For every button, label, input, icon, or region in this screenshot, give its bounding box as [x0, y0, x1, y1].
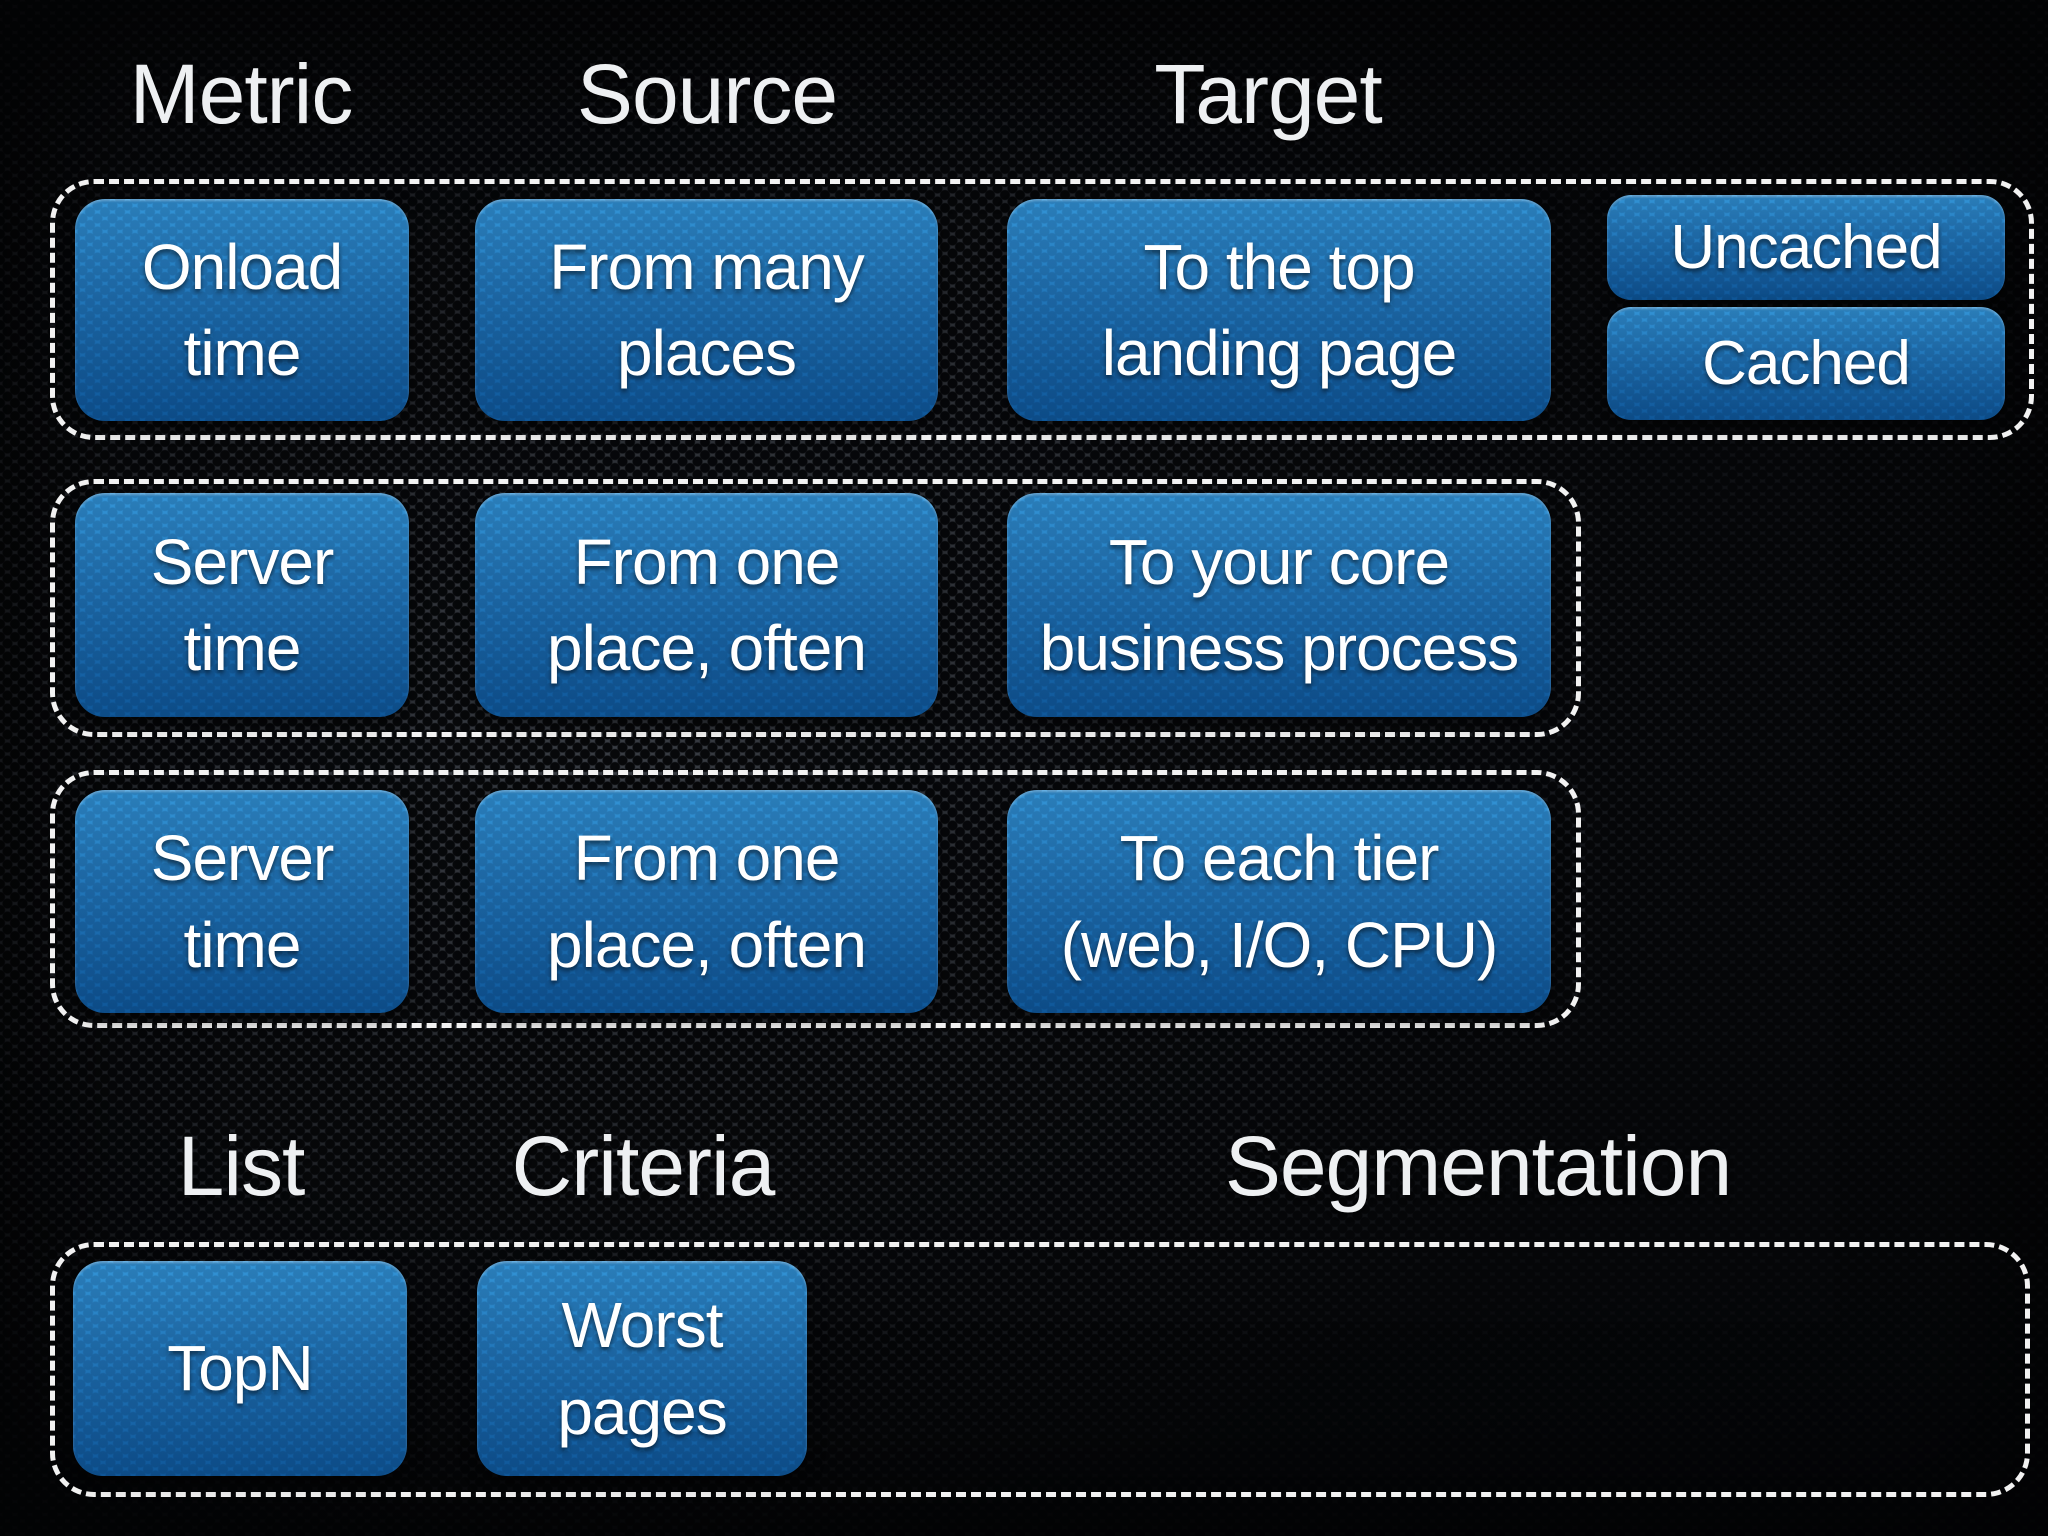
box-to-each-tier: To each tier (web, I/O, CPU) — [1007, 790, 1551, 1013]
box-from-one-place-row3: From one place, often — [475, 790, 938, 1013]
box-to-core-business: To your core business process — [1007, 493, 1551, 717]
header-list: List — [177, 1119, 306, 1213]
header-source: Source — [576, 47, 838, 141]
header-metric: Metric — [129, 47, 354, 141]
group-row-onload — [50, 179, 2034, 440]
box-server-time-row2: Server time — [75, 493, 409, 717]
box-to-top-landing-page: To the top landing page — [1007, 199, 1551, 421]
group-row-server-tier — [50, 770, 1581, 1028]
box-cached: Cached — [1607, 307, 2005, 420]
box-uncached: Uncached — [1607, 195, 2005, 300]
header-target: Target — [1154, 47, 1382, 141]
box-from-many-places: From many places — [475, 199, 938, 421]
header-criteria: Criteria — [511, 1119, 776, 1213]
box-server-time-row3: Server time — [75, 790, 409, 1013]
header-segmentation: Segmentation — [1224, 1119, 1732, 1213]
group-row-server-business — [50, 479, 1581, 737]
box-worst-pages: Worst pages — [477, 1261, 807, 1476]
box-onload-time: Onload time — [75, 199, 409, 421]
box-from-one-place-row2: From one place, often — [475, 493, 938, 717]
box-topn: TopN — [73, 1261, 407, 1476]
group-row-topn — [50, 1242, 2030, 1497]
